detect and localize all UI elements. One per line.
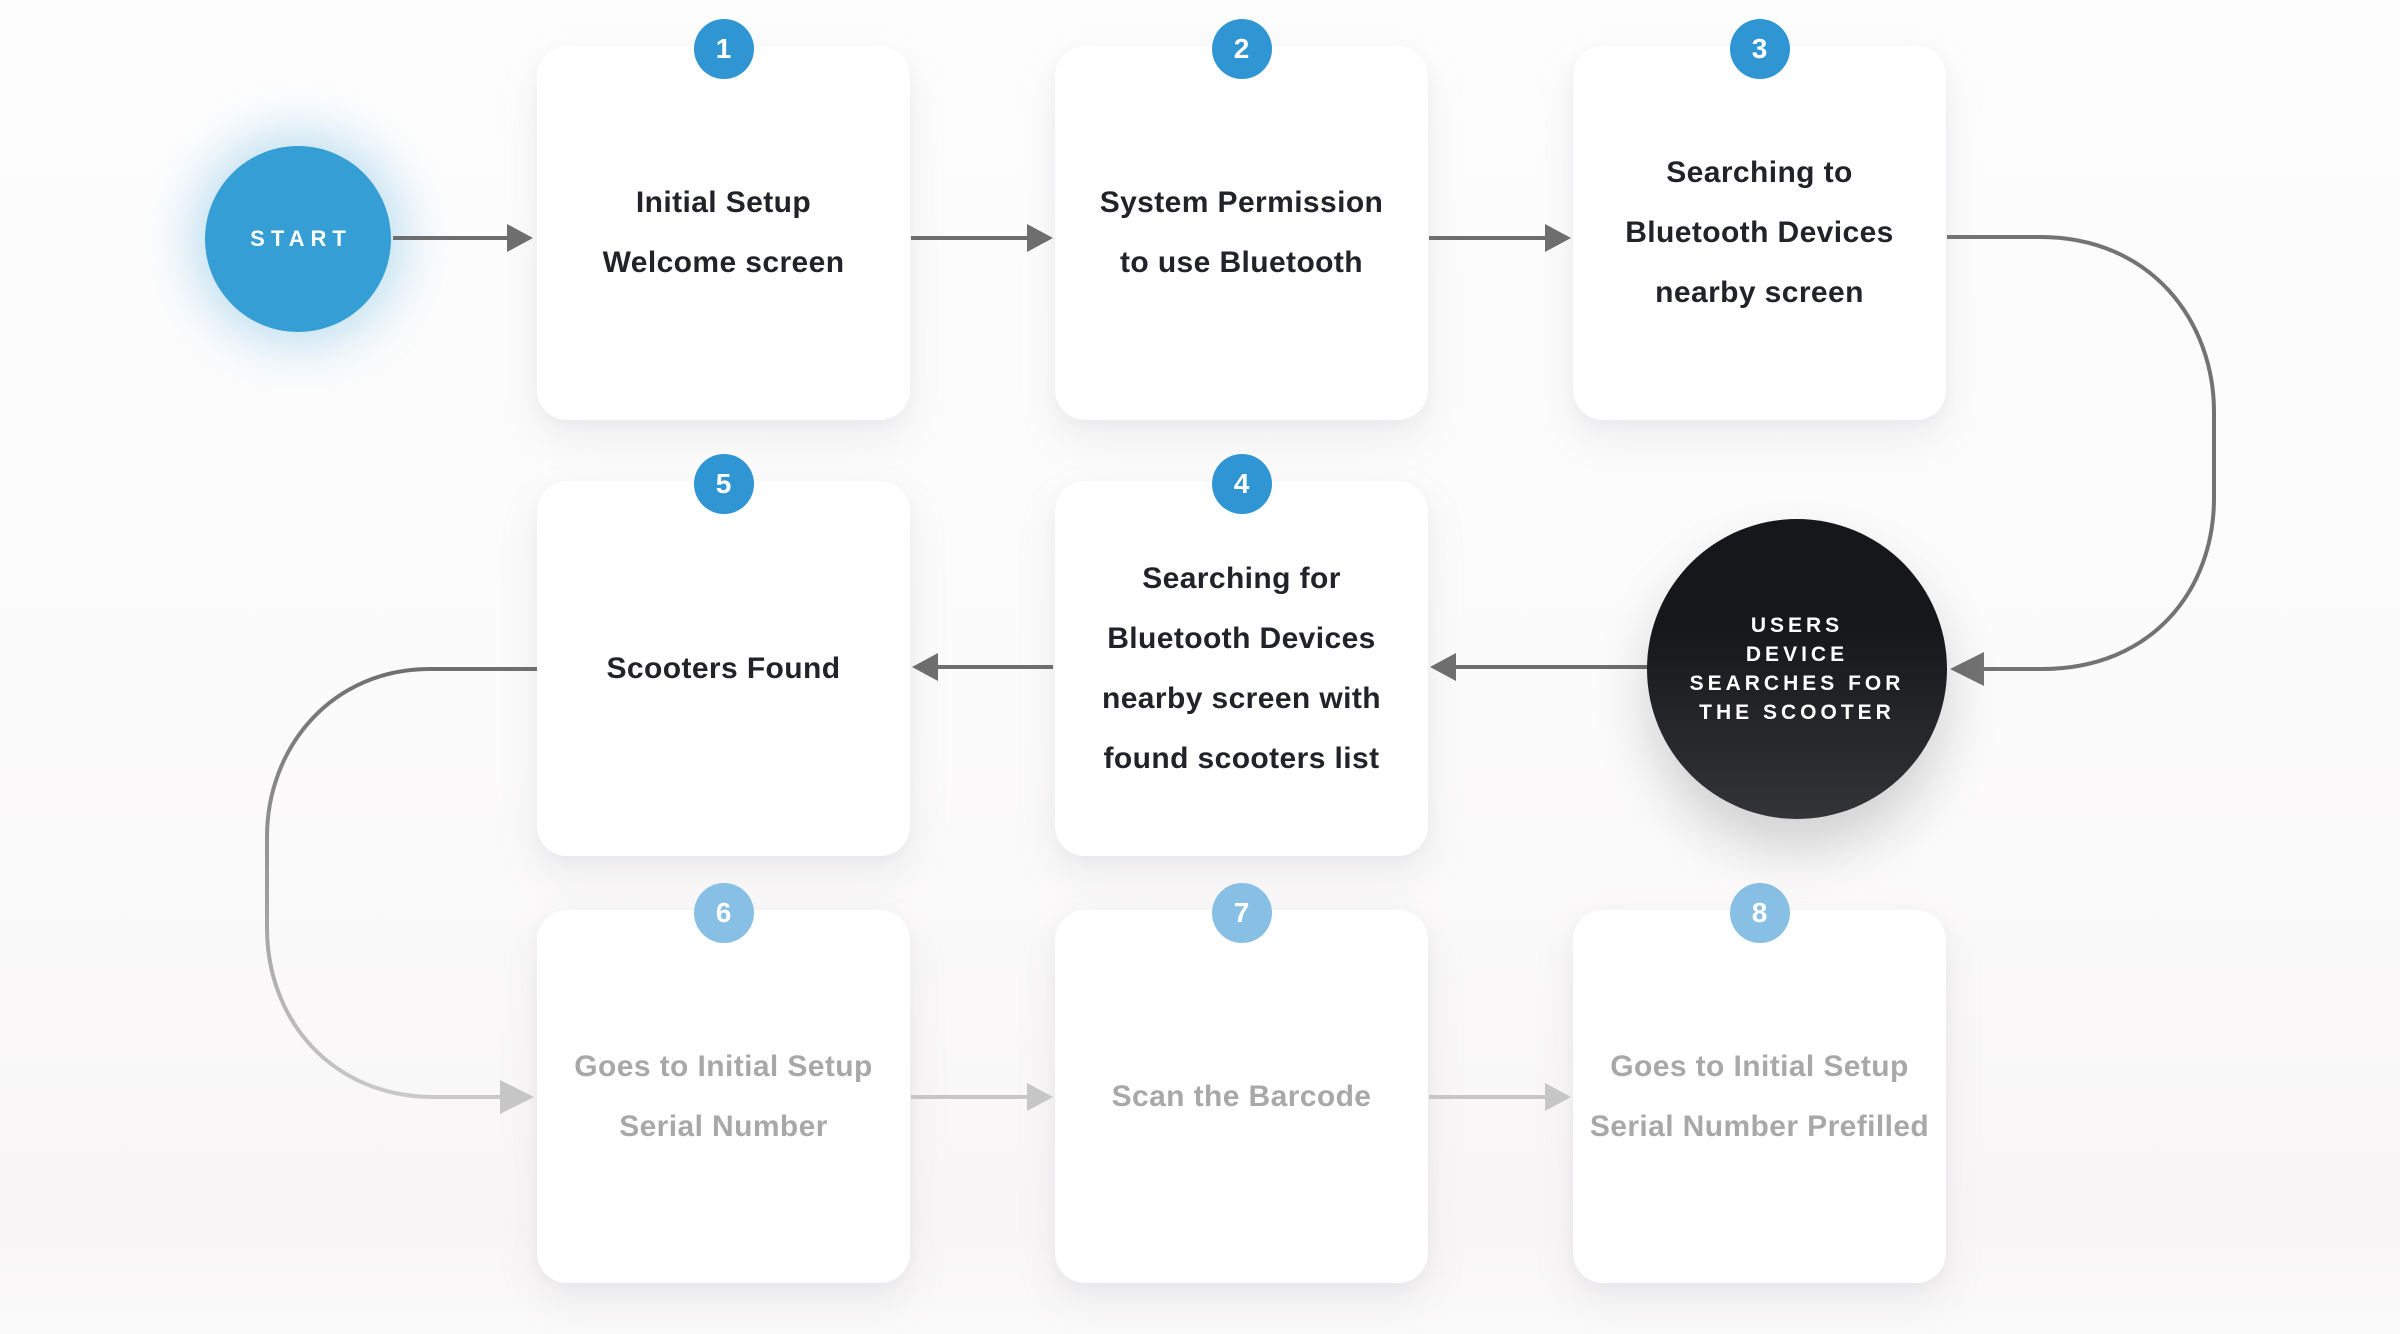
arrowhead-icon <box>1545 224 1571 252</box>
card-line: Serial Number <box>619 1109 828 1143</box>
connector-line: USERS <box>1750 614 1844 637</box>
arrow-shaft <box>911 236 1033 240</box>
arrowhead-icon <box>500 1080 534 1114</box>
start-label: START <box>250 226 352 251</box>
arrow-shaft <box>911 1095 1033 1099</box>
flow-card-8: 8 Goes to Initial Setup Serial Number Pr… <box>1573 883 1946 1283</box>
flow-card-7: 7 Scan the Barcode <box>1055 883 1428 1283</box>
card-line: Searching for <box>1142 561 1341 595</box>
step-badge-5: 5 <box>693 454 754 514</box>
card-text-3: Searching to Bluetooth Devices nearby sc… <box>1573 143 1946 323</box>
connector-line: DEVICE <box>1745 643 1849 666</box>
card-line: found scooters list <box>1103 741 1380 775</box>
arrowhead-icon <box>1430 653 1456 681</box>
arrowhead-icon <box>1545 1083 1571 1111</box>
card-text-1: Initial Setup Welcome screen <box>537 173 910 293</box>
flow-card-6: 6 Goes to Initial Setup Serial Number <box>537 883 910 1283</box>
arrow-connector-to-4 <box>1430 653 1660 681</box>
step-badge-2: 2 <box>1211 19 1272 79</box>
flow-card-2: 2 System Permission to use Bluetooth <box>1055 19 1428 420</box>
card-text-4: Searching for Bluetooth Devices nearby s… <box>1055 549 1428 789</box>
card-line: to use Bluetooth <box>1119 246 1364 279</box>
flow-card-5: 5 Scooters Found <box>537 454 910 856</box>
users-device-searches-node: USERS DEVICE SEARCHES FOR THE SCOOTER <box>1647 519 1947 819</box>
arrowhead-icon <box>1027 1083 1053 1111</box>
step-badge-3: 3 <box>1729 19 1790 79</box>
arrow-shaft <box>1429 236 1551 240</box>
arrowhead-icon <box>507 224 533 252</box>
card-line: Bluetooth Devices <box>1625 216 1894 249</box>
arrow-shaft <box>1429 1095 1551 1099</box>
card-line: nearby screen with <box>1102 681 1381 715</box>
card-line: Scooters Found <box>606 651 841 685</box>
connector-text: USERS DEVICE SEARCHES FOR THE SCOOTER <box>1690 611 1905 727</box>
step-badge-4: 4 <box>1211 454 1272 514</box>
flow-card-3: 3 Searching to Bluetooth Devices nearby … <box>1573 19 1946 420</box>
connector-line: THE SCOOTER <box>1699 701 1895 724</box>
card-line: Welcome screen <box>602 246 845 279</box>
card-text-2: System Permission to use Bluetooth <box>1055 173 1428 293</box>
arrowhead-icon <box>1027 224 1053 252</box>
start-node: START <box>205 146 391 332</box>
card-line: Scan the Barcode <box>1111 1079 1372 1113</box>
card-line: nearby screen <box>1655 276 1864 309</box>
arrow-6-to-7 <box>911 1083 1053 1111</box>
card-line: Serial Number Prefilled <box>1589 1109 1930 1143</box>
arrow-4-to-5 <box>912 653 1053 681</box>
step-badge-1: 1 <box>693 19 754 79</box>
arrow-shaft <box>393 236 513 240</box>
curve-5-to-6 <box>265 667 537 1099</box>
step-badge-7: 7 <box>1211 883 1272 943</box>
card-line: Bluetooth Devices <box>1107 621 1376 655</box>
curve-3-to-connector <box>1947 235 2216 671</box>
card-line: System Permission <box>1099 186 1384 219</box>
step-badge-6: 6 <box>693 883 754 943</box>
card-line: Goes to Initial Setup <box>1610 1049 1909 1083</box>
card-line: Initial Setup <box>635 186 812 219</box>
arrow-1-to-2 <box>911 224 1053 252</box>
arrow-shaft <box>1450 665 1660 669</box>
card-line: Searching to <box>1666 156 1853 189</box>
flow-card-4: 4 Searching for Bluetooth Devices nearby… <box>1055 454 1428 856</box>
card-text-5: Scooters Found <box>537 639 910 699</box>
arrowhead-icon <box>1950 652 1984 686</box>
arrow-7-to-8 <box>1429 1083 1571 1111</box>
arrow-start-to-1 <box>393 224 533 252</box>
card-line: Goes to Initial Setup <box>574 1049 873 1083</box>
card-text-6: Goes to Initial Setup Serial Number <box>537 1037 910 1157</box>
arrow-2-to-3 <box>1429 224 1571 252</box>
arrow-shaft <box>932 665 1053 669</box>
step-badge-8: 8 <box>1729 883 1790 943</box>
flow-card-1: 1 Initial Setup Welcome screen <box>537 19 910 420</box>
connector-line: SEARCHES FOR <box>1689 672 1905 695</box>
card-text-7: Scan the Barcode <box>1055 1067 1428 1127</box>
card-text-8: Goes to Initial Setup Serial Number Pref… <box>1573 1037 1946 1157</box>
arrowhead-icon <box>912 653 938 681</box>
